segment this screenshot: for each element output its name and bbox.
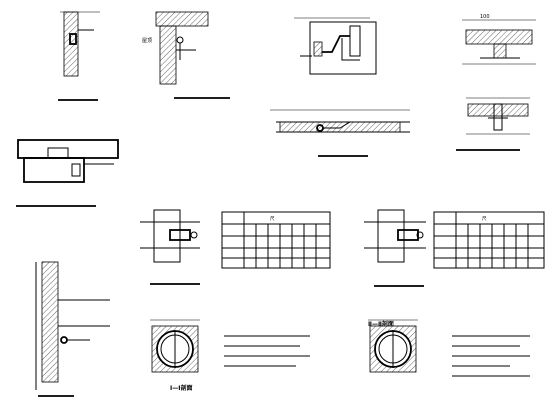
detail-column-left	[140, 209, 200, 285]
notes-left	[224, 335, 310, 367]
detail-tall-wall	[35, 261, 110, 397]
detail-beam-right: 100	[462, 14, 536, 65]
detail-plan-rooms	[16, 139, 119, 207]
detail-column-right	[364, 209, 426, 287]
dim-top-right: 100	[480, 14, 490, 20]
detail-beam-dims	[456, 97, 530, 151]
dimension-table-1: 尺	[221, 211, 331, 269]
detail-pipe-box	[294, 17, 377, 75]
section-1-title: Ⅰ—Ⅰ剖面	[170, 384, 192, 392]
detail-section-left: Ⅰ—Ⅰ剖面	[150, 319, 200, 392]
detail-section-right: Ⅱ—Ⅱ剖面	[368, 319, 418, 373]
detail-wall-strip	[58, 11, 100, 101]
roof-label: 屋顶	[142, 38, 152, 44]
table-1-title: 尺	[270, 216, 275, 222]
notes-right	[452, 335, 530, 377]
section-2-title: Ⅱ—Ⅱ剖面	[368, 320, 394, 328]
detail-slab-pipe	[270, 109, 410, 157]
detail-roof-beam: 屋顶	[142, 11, 230, 99]
table-2-title: 尺	[482, 216, 487, 222]
dimension-table-2: 尺	[433, 211, 545, 269]
